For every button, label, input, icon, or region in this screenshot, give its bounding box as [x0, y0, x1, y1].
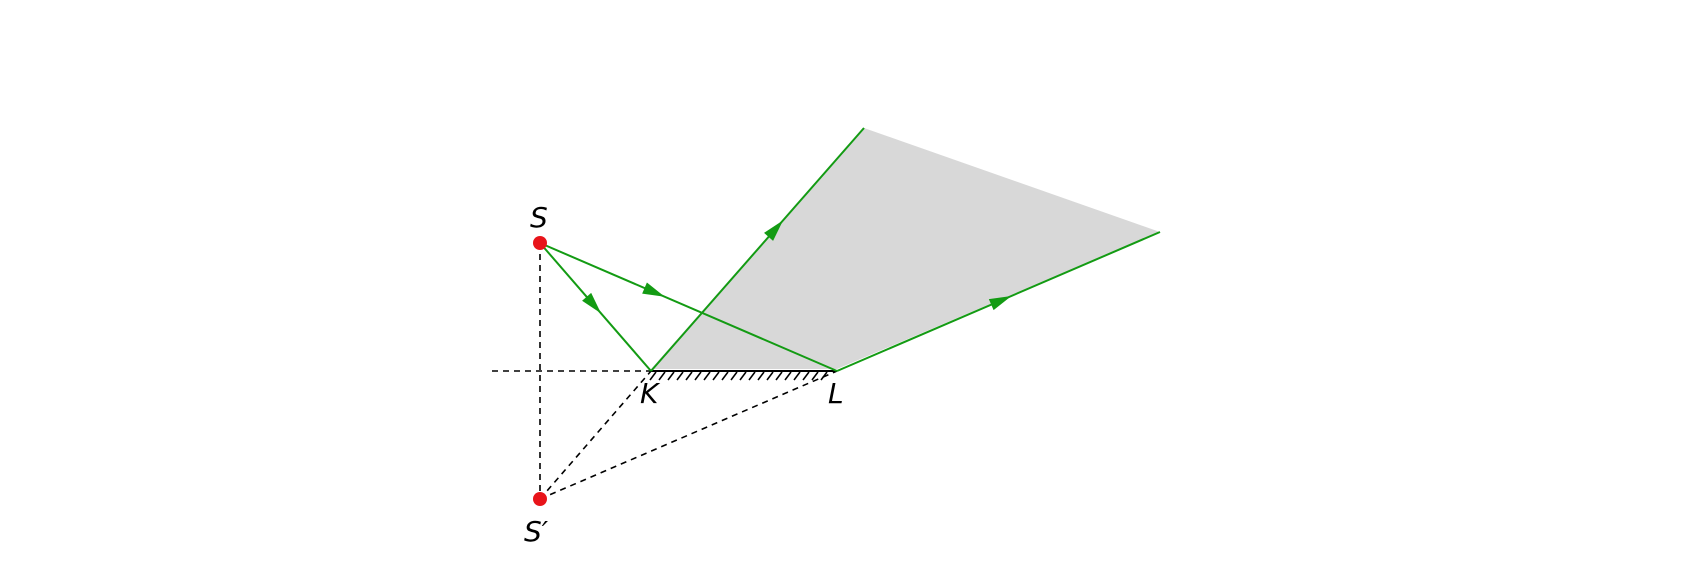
hatch-mark [730, 371, 738, 381]
hatch-mark [811, 371, 819, 381]
hatch-mark [793, 371, 801, 381]
hatch-mark [802, 371, 810, 381]
hatch-mark [712, 371, 720, 381]
hatch-mark [667, 371, 675, 381]
mirror-k-label: K [640, 377, 661, 410]
arrow-s-to-k [582, 292, 602, 314]
hatch-mark [820, 371, 828, 381]
image-to-l-dashed [539, 370, 838, 500]
ray-arrowheads [582, 220, 1012, 314]
hatch-mark [694, 371, 702, 381]
mirror-kl [649, 370, 837, 381]
mirror-l-label: L [828, 377, 844, 410]
arrow-k-reflected [764, 220, 784, 241]
arrow-s-to-l [642, 282, 665, 297]
hatch-mark [649, 371, 657, 381]
hatch-mark [775, 371, 783, 381]
image-point [533, 492, 547, 506]
hatch-mark [685, 371, 693, 381]
hatch-mark [784, 371, 792, 381]
hatch-mark [676, 371, 684, 381]
image-label: S′ [524, 515, 549, 548]
image-to-k-dashed [539, 370, 652, 500]
hatch-mark [658, 371, 666, 381]
hatch-mark [721, 371, 729, 381]
ray-k-reflected [650, 127, 865, 372]
hatch-mark [757, 371, 765, 381]
ray-s-to-l [539, 242, 838, 372]
mirror-hatching [649, 371, 828, 381]
source-label: S [530, 201, 548, 234]
hatch-mark [739, 371, 747, 381]
hatch-mark [748, 371, 756, 381]
hatch-mark [766, 371, 774, 381]
arrow-l-reflected [988, 295, 1012, 311]
source-point [533, 236, 547, 250]
hatch-mark [703, 371, 711, 381]
reflected-light-region [651, 128, 1160, 369]
